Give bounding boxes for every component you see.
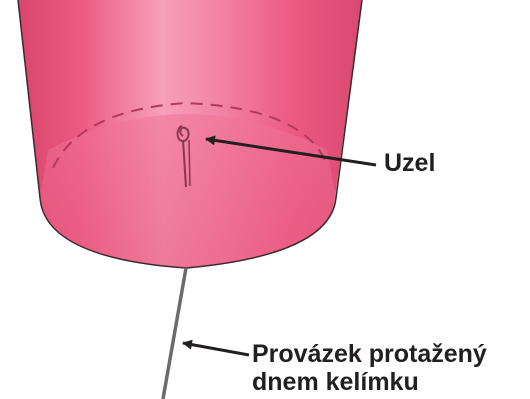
string-pointer-arrow xyxy=(183,343,249,355)
knot-label: Uzel xyxy=(384,148,435,178)
string-label-line1: Provázek protažený xyxy=(252,339,487,369)
string-label-line2: dnem kelímku xyxy=(252,367,419,397)
string-line xyxy=(163,268,186,399)
